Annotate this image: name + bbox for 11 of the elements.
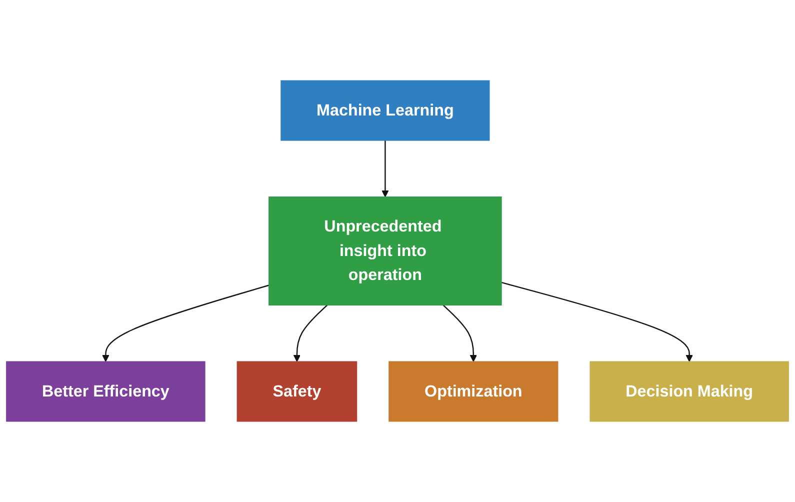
arrow xyxy=(442,304,477,362)
arrow xyxy=(501,282,693,362)
node-box: Better Efficiency xyxy=(6,361,206,422)
node-box: Decision Making xyxy=(590,361,789,422)
node-box: Safety xyxy=(236,361,358,422)
arrow xyxy=(293,304,328,362)
node-box: Optimization xyxy=(388,361,558,422)
arrow xyxy=(102,284,270,362)
node-box: Unprecedented insight into operation xyxy=(268,196,502,306)
arrow xyxy=(382,140,389,198)
node-box: Machine Learning xyxy=(280,80,490,141)
